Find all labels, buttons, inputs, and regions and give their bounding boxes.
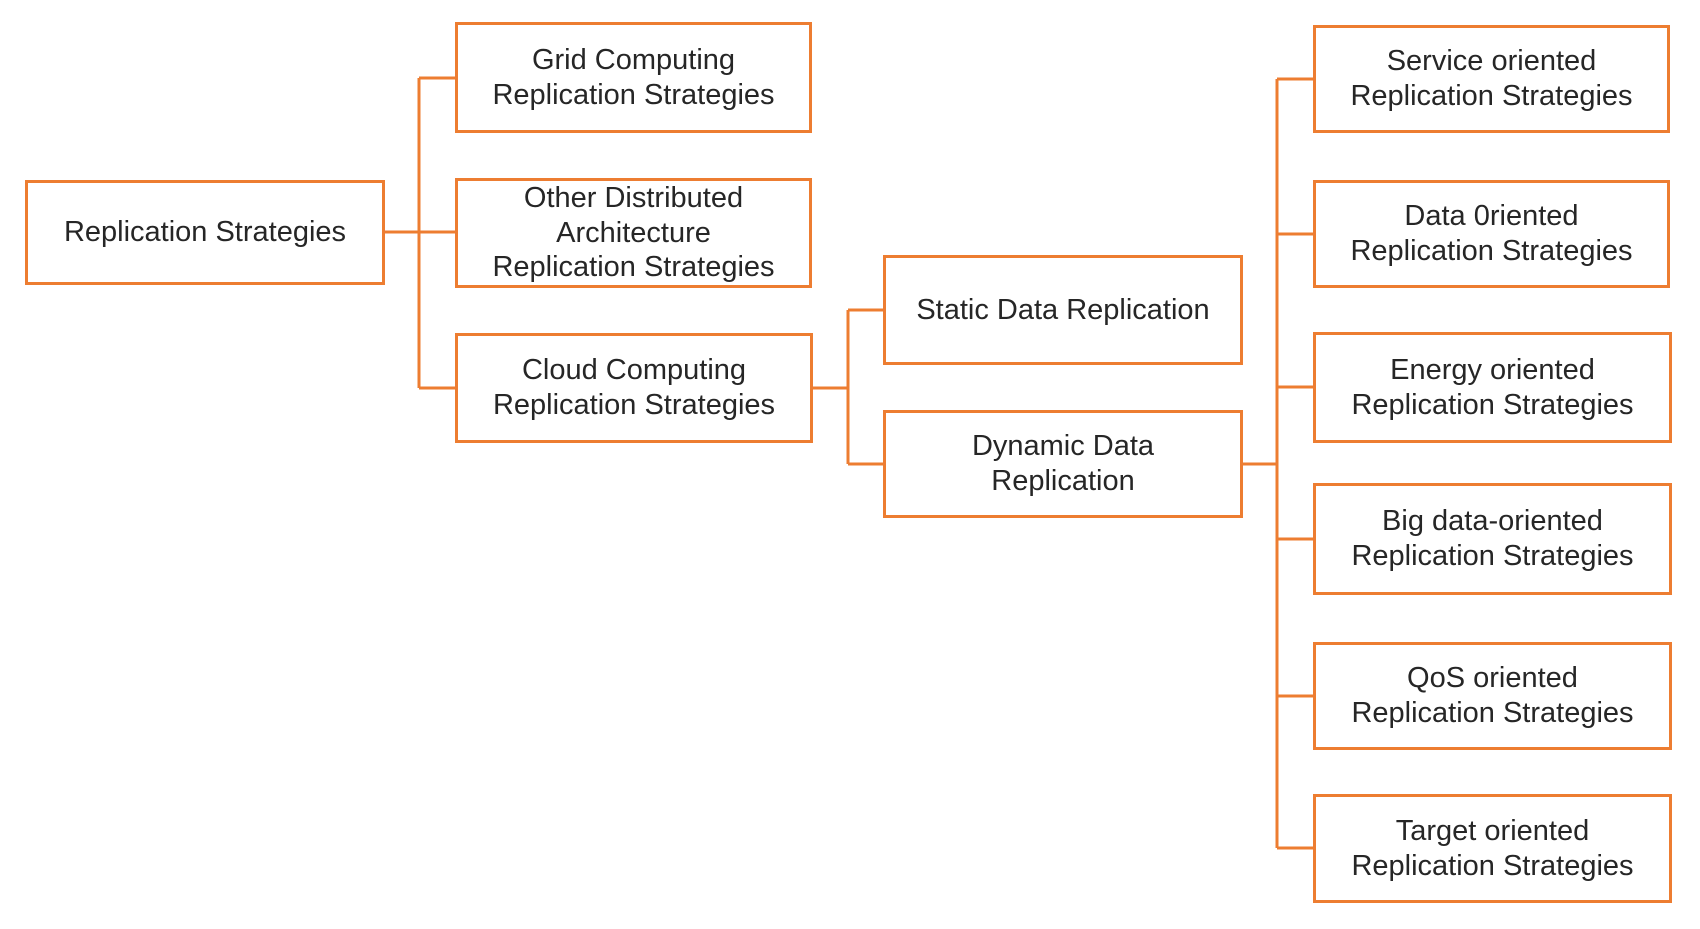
node-data-oriented-replication-strategies: Data 0riented Replication Strategies [1313, 180, 1670, 288]
node-energy-oriented-replication-strategies: Energy oriented Replication Strategies [1313, 332, 1672, 443]
node-target-oriented-replication-strategies: Target oriented Replication Strategies [1313, 794, 1672, 903]
connector-dynamic-branch [1243, 77, 1313, 850]
node-grid-computing-replication-strategies: Grid Computing Replication Strategies [455, 22, 812, 133]
node-static-data-replication: Static Data Replication [883, 255, 1243, 365]
node-service-oriented-replication-strategies: Service oriented Replication Strategies [1313, 25, 1670, 133]
node-qos-oriented-replication-strategies: QoS oriented Replication Strategies [1313, 642, 1672, 750]
node-other-distributed-architecture-replication-strategies: Other Distributed Architecture Replicati… [455, 178, 812, 288]
node-big-data-oriented-replication-strategies: Big data-oriented Replication Strategies [1313, 483, 1672, 595]
node-replication-strategies: Replication Strategies [25, 180, 385, 285]
node-cloud-computing-replication-strategies: Cloud Computing Replication Strategies [455, 333, 813, 443]
connector-root-branch [385, 76, 455, 390]
node-dynamic-data-replication: Dynamic Data Replication [883, 410, 1243, 518]
connector-cloud-branch [813, 308, 883, 466]
